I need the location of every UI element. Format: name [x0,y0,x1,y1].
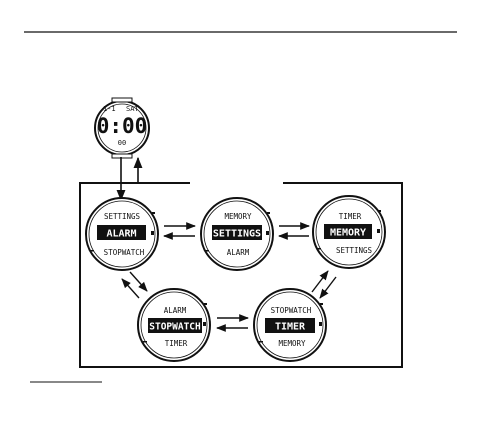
time-display-watch: 1-1 SAT 0:00 00 [95,98,149,158]
menu-memory-selected: MEMORY [330,228,366,239]
clock-date: 1-1 [103,105,116,113]
menu-alarm-selected: ALARM [106,229,136,240]
arrow-memory-to-timer [320,277,336,298]
menu-settings-top: MEMORY [224,212,252,221]
menu-watch-timer: STOPWATCH TIMER MEMORY [254,289,326,361]
clock-day: SAT [126,105,139,113]
menu-settings-bottom: ALARM [227,248,250,257]
menu-timer-selected: TIMER [275,322,306,333]
menu-watch-stopwatch: ALARM STOPWATCH TIMER [138,289,210,361]
menu-stopwatch-selected: STOPWATCH [149,322,201,333]
menu-watch-memory: TIMER MEMORY SETTINGS [313,196,385,268]
menu-watch-settings: MEMORY SETTINGS ALARM [201,198,273,270]
menu-memory-bottom: SETTINGS [336,246,373,255]
arrow-alarm-to-stopwatch [130,272,147,291]
arrow-stopwatch-to-alarm [122,279,139,298]
clock-time: 0:00 [97,114,148,138]
menu-alarm-top: SETTINGS [104,212,141,221]
clock-seconds: 00 [118,139,126,147]
menu-stopwatch-top: ALARM [164,306,187,315]
menu-watch-alarm: SETTINGS ALARM STOPWATCH [86,198,158,270]
menu-stopwatch-bottom: TIMER [165,339,188,348]
arrow-timer-to-memory [312,271,328,292]
menu-settings-selected: SETTINGS [213,229,261,240]
menu-memory-top: TIMER [339,212,362,221]
menu-timer-bottom: MEMORY [278,339,306,348]
menu-timer-top: STOPWATCH [271,306,312,315]
menu-alarm-bottom: STOPWATCH [104,248,145,257]
